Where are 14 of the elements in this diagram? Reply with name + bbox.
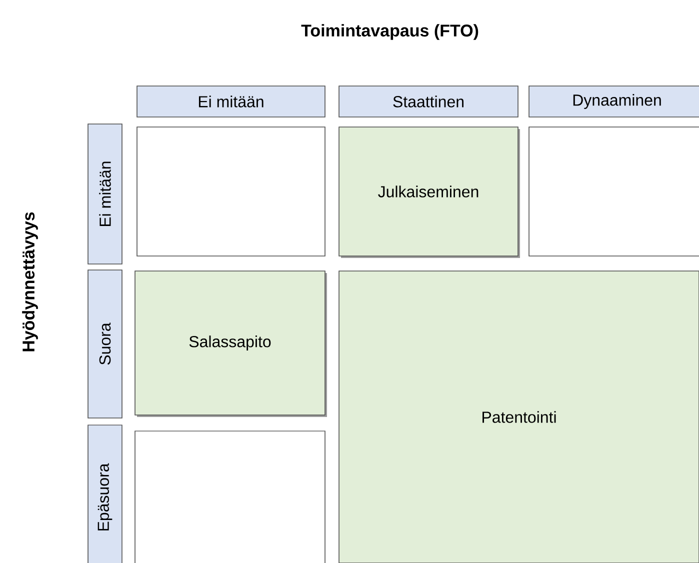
header-box: Ei mitään [136,86,326,118]
category-box: Julkaiseminen [338,126,520,258]
category-box: Patentointi [338,270,699,563]
header-box: Ei mitään [88,124,122,264]
header-box: Epäsuora [88,424,122,563]
header-box: Staattinen [338,86,518,118]
category-box: Salassapito [134,270,327,417]
header-box: Suora [88,270,122,418]
empty-box [528,126,699,256]
title: Toimintavapaus (FTO) [301,24,478,40]
empty-box [134,430,326,563]
header-box: Dynaaminen [528,86,699,118]
empty-box [136,126,326,256]
axis-label: Hyödynnettävyys [22,212,38,352]
